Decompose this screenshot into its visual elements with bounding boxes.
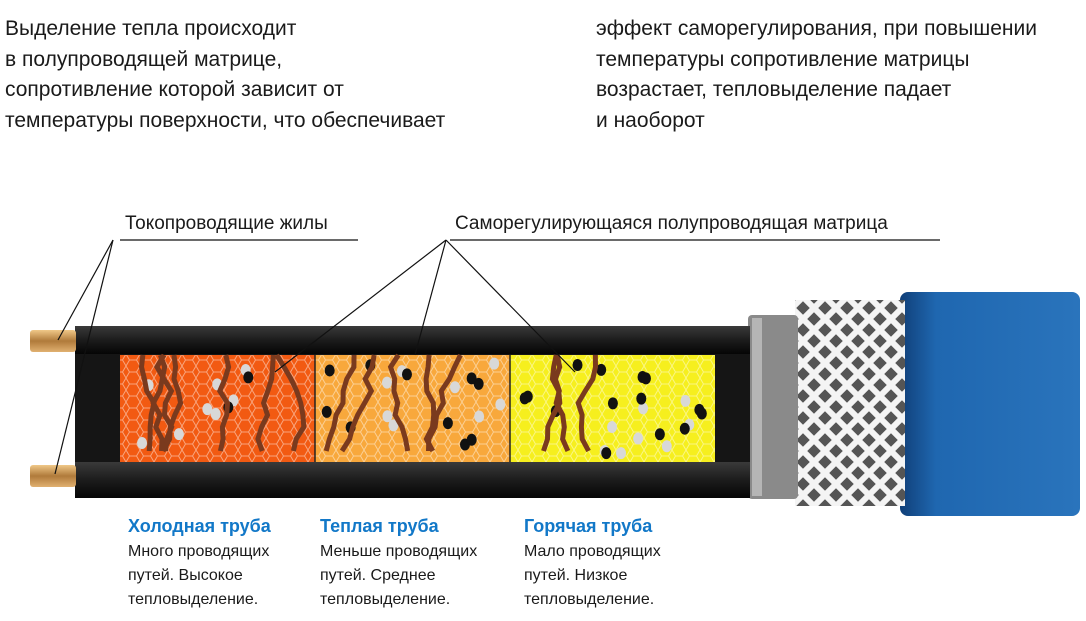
inactive-cell (382, 410, 393, 423)
conductive-path (216, 354, 232, 452)
label-matrix: Саморегулирующаяся полупроводящая матриц… (455, 213, 888, 234)
zone-caption-cold: Холодная труба Много проводящих путей. В… (128, 514, 271, 612)
inactive-cell (638, 402, 649, 415)
zone-caption-warm: Теплая труба Меньше проводящих путей. Ср… (320, 514, 477, 612)
zone-description: Мало проводящих путей. Низкое тепловыдел… (524, 543, 661, 608)
copper-wire-top (30, 330, 76, 352)
inactive-cell (633, 432, 644, 445)
conductive-path (339, 354, 377, 453)
zone-title: Теплая труба (320, 516, 439, 536)
inactive-cell (388, 419, 399, 432)
nonconductive-cell (679, 422, 690, 435)
leader-lines (54, 239, 940, 475)
conductive-path (274, 353, 307, 452)
outer-jacket (900, 292, 1080, 516)
zone-title: Холодная труба (128, 516, 271, 536)
nonconductive-cell (243, 371, 254, 384)
metal-braid (795, 300, 905, 506)
inactive-cell (137, 436, 148, 449)
inactive-cell (495, 398, 506, 411)
zone-description: Меньше проводящих путей. Среднее тепловы… (320, 543, 478, 608)
zone-caption-hot: Горячая труба Мало проводящих путей. Низ… (524, 514, 661, 612)
label-conductive-wires: Токопроводящие жилы (125, 213, 328, 234)
nonconductive-cell (636, 392, 647, 405)
nonconductive-cell (640, 372, 651, 385)
zone-title: Горячая труба (524, 516, 653, 536)
zone-description: Много проводящих путей. Высокое тепловыд… (128, 543, 270, 608)
conductive-path (387, 353, 411, 452)
conductive-path (541, 354, 563, 452)
inactive-cell (449, 381, 460, 394)
matrix-zone-hot (509, 354, 715, 462)
inactive-cell (680, 394, 691, 407)
nonconductive-cell (519, 392, 530, 405)
foil-highlight (752, 318, 762, 496)
conductive-path (255, 354, 276, 452)
inactive-cell (489, 357, 500, 370)
nonconductive-cell (466, 433, 477, 446)
inactive-cell (202, 403, 213, 416)
nonconductive-cell (466, 372, 477, 385)
matrix-zone-cold (120, 353, 315, 462)
intro-text-right: эффект саморегулирования, при повышении … (596, 17, 1037, 132)
bus-wire-bottom-insulation (75, 462, 750, 498)
inactive-cell (474, 410, 485, 423)
nonconductive-cell (601, 447, 612, 460)
conductive-path (138, 354, 157, 452)
matrix-zone-warm (314, 353, 510, 462)
conductive-path (160, 354, 184, 453)
nonconductive-cell (321, 405, 332, 418)
inactive-cell (616, 447, 627, 460)
conductive-path (323, 354, 357, 452)
inactive-cell (210, 408, 221, 421)
nonconductive-cell (694, 403, 705, 416)
nonconductive-cell (596, 363, 607, 376)
inactive-cell (661, 440, 672, 453)
inactive-cell (381, 376, 392, 389)
nonconductive-cell (324, 364, 335, 377)
intro-text-left: Выделение тепла происходит в полупроводя… (5, 17, 446, 132)
nonconductive-cell (654, 428, 665, 441)
conductive-path (575, 354, 599, 453)
copper-wire-bottom (30, 465, 76, 487)
nonconductive-cell (607, 397, 618, 410)
nonconductive-cell (401, 368, 412, 381)
bus-wire-top-insulation (75, 326, 750, 354)
conductive-path (423, 354, 437, 453)
conductive-path (552, 354, 571, 453)
nonconductive-cell (572, 358, 583, 371)
inactive-cell (173, 428, 184, 441)
inactive-cell (607, 420, 618, 433)
nonconductive-cell (442, 417, 453, 430)
